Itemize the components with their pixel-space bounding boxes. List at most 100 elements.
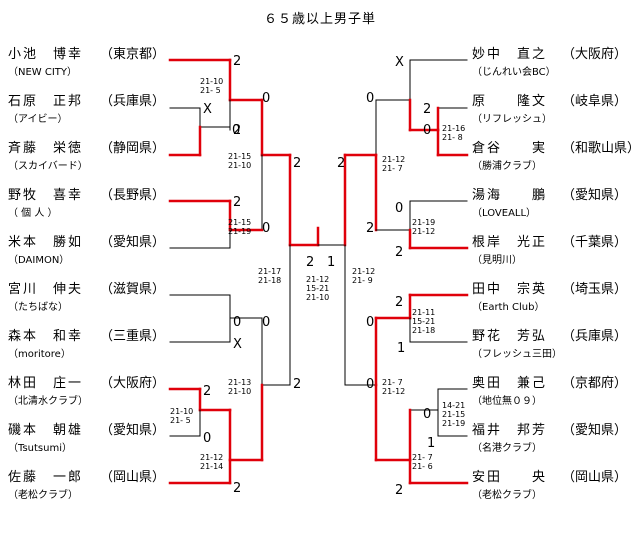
match-result: 2 [293,156,302,171]
player-club: （Tsutsumi） [8,443,72,454]
match-result: X [233,337,242,352]
player-name: 原 隆文 [472,94,548,109]
match-result: 0 [366,377,375,392]
set-scores: 21-16 21- 8 [442,124,466,142]
player-name: 野牧 喜幸 [8,188,84,203]
match-result: 2 [233,481,242,496]
match-result: 0 [423,407,432,422]
set-scores: 21-10 21- 5 [170,407,194,425]
player-club: （勝浦クラブ） [472,161,542,172]
player-name: 石原 正邦 [8,94,84,109]
player-prefecture: （愛知県） [100,235,166,250]
match-result: 2 [395,483,404,498]
player-prefecture: （兵庫県） [100,94,166,109]
player-name: 林田 庄一 [8,376,84,391]
set-scores: 21-15 21-19 [228,218,252,236]
set-scores: 21-13 21-10 [228,378,252,396]
player-name: 磯本 朝雄 [8,423,84,438]
player-club: （地位無０９） [472,396,542,407]
player-club: （moritore） [8,349,71,360]
player-name: 佐藤 一郎 [8,470,84,485]
player-prefecture: （滋賀県） [100,282,166,297]
player-club: （アイビー） [8,114,68,125]
player-name: 宮川 伸夫 [8,282,84,297]
player-prefecture: （和歌山県） [562,141,640,156]
player-club: （フレッシュ三田） [472,349,562,360]
player-club: （見明川） [472,255,522,266]
match-result: 1 [327,255,336,270]
match-result: 2 [233,123,242,138]
match-result: 2 [233,54,242,69]
set-scores: 21-12 21-14 [200,453,224,471]
player-club: （老松クラブ） [472,490,542,501]
match-result: X [203,102,212,117]
player-prefecture: （愛知県） [562,188,628,203]
match-result: 0 [262,315,271,330]
set-scores: 14-21 21-15 21-19 [442,401,466,428]
player-name: 野花 芳弘 [472,329,548,344]
player-prefecture: （兵庫県） [562,329,628,344]
set-scores: 21-12 15-21 21-10 [306,275,330,302]
match-result: 0 [262,91,271,106]
match-result: 0 [366,315,375,330]
player-prefecture: （千葉県） [562,235,628,250]
player-prefecture: （大阪府） [562,47,628,62]
match-result: 2 [293,377,302,392]
player-club: （たちばな） [8,302,68,313]
player-club: （北清水クラブ） [8,396,88,407]
match-result: 0 [423,123,432,138]
player-name: 奥田 兼己 [472,376,548,391]
player-prefecture: （長野県） [100,188,166,203]
player-club: （老松クラブ） [8,490,78,501]
player-club: （じんれい会BC） [472,67,556,78]
player-name: 根岸 光正 [472,235,548,250]
match-result: 2 [395,295,404,310]
match-result: 0 [366,91,375,106]
player-prefecture: （東京都） [100,47,166,62]
match-result: 2 [306,255,315,270]
match-result: 2 [203,384,212,399]
match-result: 2 [395,245,404,260]
set-scores: 21-19 21-12 [412,218,436,236]
set-scores: 21- 7 21- 6 [412,453,433,471]
set-scores: 21- 7 21-12 [382,378,406,396]
match-result: 1 [397,341,406,356]
player-name: 福井 邦芳 [472,423,548,438]
match-result: X [395,55,404,70]
player-prefecture: （静岡県） [100,141,166,156]
player-club: （LOVEALL） [472,208,537,219]
player-club: （名港クラブ） [472,443,542,454]
player-club: （リフレッシュ） [472,114,552,125]
set-scores: 21-12 21- 9 [352,267,376,285]
set-scores: 21-12 21- 7 [382,155,406,173]
match-result: 0 [262,221,271,236]
match-result: 2 [233,195,242,210]
player-club: （DAIMON） [8,255,70,266]
player-club: （Earth Club） [472,302,545,313]
match-result: 2 [423,102,432,117]
player-prefecture: （岡山県） [562,470,628,485]
player-name: 妙中 直之 [472,47,548,62]
player-name: 森本 和幸 [8,329,84,344]
match-result: 2 [366,221,375,236]
player-prefecture: （埼玉県） [562,282,628,297]
player-prefecture: （愛知県） [100,423,166,438]
match-result: 0 [232,123,241,138]
player-name: 安田 央 [472,470,548,485]
player-name: 倉谷 実 [472,141,548,156]
player-prefecture: （三重県） [100,329,166,344]
player-name: 小池 博幸 [8,47,84,62]
player-prefecture: （大阪府） [100,376,166,391]
match-result: 0 [233,315,242,330]
player-name: 湯海 鵬 [472,188,548,203]
match-result: 2 [337,156,346,171]
player-prefecture: （岐阜県） [562,94,628,109]
player-prefecture: （京都府） [562,376,628,391]
set-scores: 21-11 15-21 21-18 [412,308,436,335]
player-club: （ 個 人 ） [8,208,58,219]
match-result: 1 [427,436,436,451]
set-scores: 21-15 21-10 [228,152,252,170]
player-club: （スカイバード） [8,161,88,172]
player-name: 米本 勝如 [8,235,84,250]
